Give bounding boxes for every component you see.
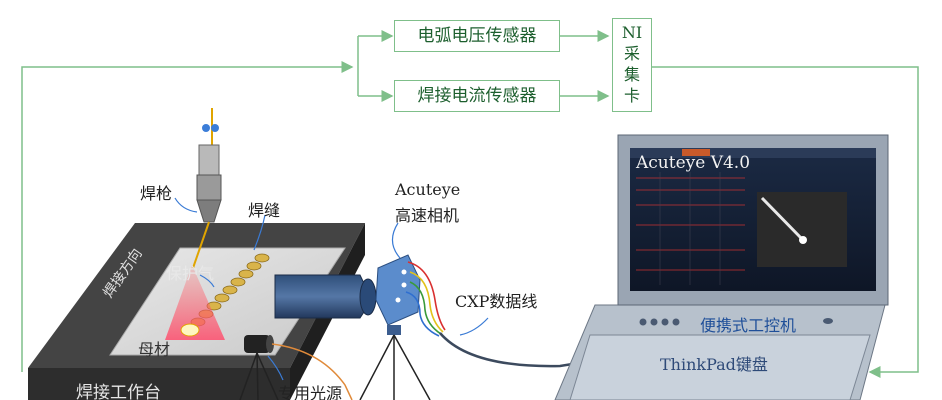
camera-label-type: 高速相机 (395, 206, 460, 225)
light-source-label: 专用光源 (278, 384, 343, 400)
cxp-cable-label: CXP数据线 (455, 292, 538, 311)
connection-lines (21, 30, 919, 378)
cxp-data-cable (439, 332, 586, 368)
ni-card-char: NI (621, 23, 643, 42)
weld-pool (180, 323, 200, 337)
light-source (239, 335, 353, 400)
ni-acquisition-card-box: NI 采 集 卡 (612, 18, 652, 112)
shield-gas-label: 保护气 (166, 264, 215, 283)
arc-voltage-sensor-label: 电弧电压传感器 (417, 26, 537, 46)
keyboard-label: ThinkPad键盘 (660, 355, 768, 374)
torch-label: 焊枪 (140, 184, 173, 203)
high-speed-camera (274, 254, 421, 335)
welding-torch (192, 108, 222, 269)
ni-card-char: 集 (623, 65, 640, 84)
laptop-label: 便携式工控机 (700, 316, 797, 335)
seam-label: 焊缝 (248, 201, 281, 220)
camera-tripod (359, 334, 431, 400)
ni-card-char: 卡 (623, 86, 640, 105)
ni-card-char: 采 (623, 44, 640, 63)
shield-gas-plume (165, 265, 225, 340)
screen-software-title: Acuteye V4.0 (636, 153, 751, 173)
weld-current-sensor-label: 焊接电流传感器 (417, 86, 537, 106)
base-metal-label: 母材 (138, 340, 171, 359)
weld-current-sensor-box: 焊接电流传感器 (394, 80, 560, 112)
laptop (554, 134, 889, 400)
camera-label-model: Acuteye (395, 180, 461, 199)
arc-voltage-sensor-box: 电弧电压传感器 (394, 20, 560, 52)
camera-cables (405, 261, 446, 337)
leader-lines (174, 197, 489, 381)
welding-table-label: 焊接工作台 (76, 383, 161, 400)
